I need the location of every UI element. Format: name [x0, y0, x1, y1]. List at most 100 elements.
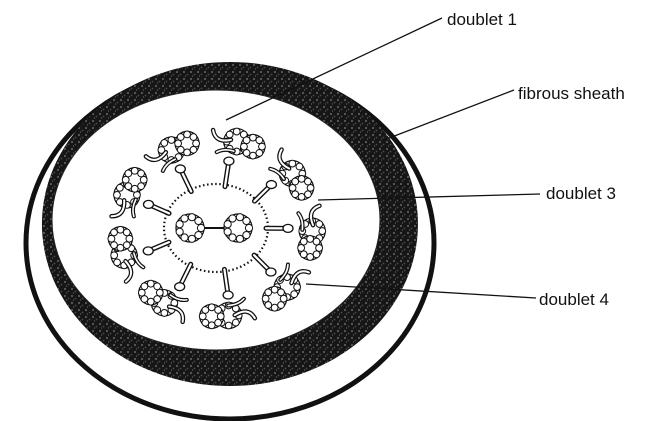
protofilament	[243, 231, 250, 238]
protofilament	[111, 242, 118, 249]
protofilament	[195, 231, 202, 238]
protofilament	[243, 217, 250, 224]
protofilament	[131, 185, 138, 192]
protofilament	[226, 131, 233, 138]
protofilament	[184, 149, 191, 156]
protofilament	[190, 134, 197, 141]
protofilament	[117, 244, 124, 251]
protofilament	[199, 313, 206, 320]
protofilament	[176, 228, 183, 235]
protofilament	[265, 302, 272, 309]
protofilament	[217, 313, 224, 320]
protofilament	[188, 235, 195, 242]
protofilament	[116, 184, 123, 191]
protofilament	[300, 251, 307, 258]
protofilament	[271, 286, 278, 293]
protofilament	[289, 160, 296, 167]
protofilament	[190, 146, 197, 153]
protofilament	[307, 184, 314, 191]
protofilament	[197, 224, 204, 231]
protofilament	[224, 228, 231, 235]
protofilament	[307, 254, 314, 261]
protofilament	[233, 128, 240, 135]
protofilament	[147, 298, 154, 305]
protofilament	[141, 283, 148, 290]
protofilament	[208, 304, 215, 311]
spoke-head	[143, 247, 153, 255]
protofilament	[294, 284, 301, 291]
protofilament	[208, 322, 215, 329]
spoke-head	[175, 165, 185, 173]
leader-line-fibrous-sheath	[384, 90, 514, 140]
protofilament	[108, 235, 115, 242]
protofilament	[117, 226, 124, 233]
spoke-head	[143, 200, 153, 208]
protofilament	[236, 214, 243, 221]
protofilament	[305, 178, 312, 185]
protofilament	[291, 291, 298, 298]
label-doublet-3: doublet 3	[546, 184, 616, 203]
spoke-head	[266, 268, 276, 276]
protofilament	[232, 319, 239, 326]
protofilament	[154, 283, 161, 290]
protofilament	[131, 167, 138, 174]
protofilament	[215, 319, 222, 326]
protofilament	[243, 137, 250, 144]
protofilament	[123, 242, 130, 249]
protofilament	[245, 224, 252, 231]
protofilament	[147, 280, 154, 287]
protofilament	[313, 251, 320, 258]
protofilament	[278, 289, 285, 296]
protofilament	[256, 150, 263, 157]
axoneme	[108, 128, 326, 329]
protofilament	[154, 296, 161, 303]
protofilament	[138, 170, 145, 177]
protofilament	[289, 184, 296, 191]
protofilament	[292, 178, 299, 185]
protofilament	[265, 289, 272, 296]
protofilament	[292, 191, 299, 198]
protofilament	[278, 302, 285, 309]
spoke-head	[175, 283, 185, 291]
protofilament	[181, 215, 188, 222]
protofilament	[177, 146, 184, 153]
protofilament	[316, 221, 323, 228]
protofilament	[122, 176, 129, 183]
protofilament	[307, 236, 314, 243]
protofilament	[168, 137, 175, 144]
protofilament	[138, 289, 145, 296]
protofilament	[202, 319, 209, 326]
protofilament	[296, 163, 303, 170]
protofilament	[241, 143, 248, 150]
label-doublet-1: doublet 1	[447, 10, 517, 29]
protofilament	[161, 140, 168, 147]
label-fibrous-sheath: fibrous sheath	[518, 84, 625, 103]
protofilament	[215, 307, 222, 314]
protofilament	[175, 140, 182, 147]
protofilament	[229, 215, 236, 222]
protofilament	[300, 238, 307, 245]
inner-dynein-arm	[134, 253, 143, 267]
leader-line-doublet-4	[306, 284, 536, 298]
protofilament	[125, 170, 132, 177]
spoke-head	[224, 157, 234, 165]
protofilament	[298, 245, 305, 252]
protofilament	[111, 252, 118, 259]
protofilament	[280, 295, 287, 302]
protofilament	[193, 140, 200, 147]
protofilament	[156, 289, 163, 296]
protofilament	[319, 228, 326, 235]
protofilament	[188, 214, 195, 221]
protofilament	[195, 217, 202, 224]
protofilament	[123, 229, 130, 236]
protofilament	[305, 191, 312, 198]
spoke-head	[283, 224, 293, 232]
protofilament	[161, 310, 168, 317]
protofilament	[114, 259, 121, 266]
protofilament	[243, 150, 250, 157]
protofilament	[138, 183, 145, 190]
protofilament	[154, 307, 161, 314]
protofilament	[125, 183, 132, 190]
protofilament	[256, 137, 263, 144]
